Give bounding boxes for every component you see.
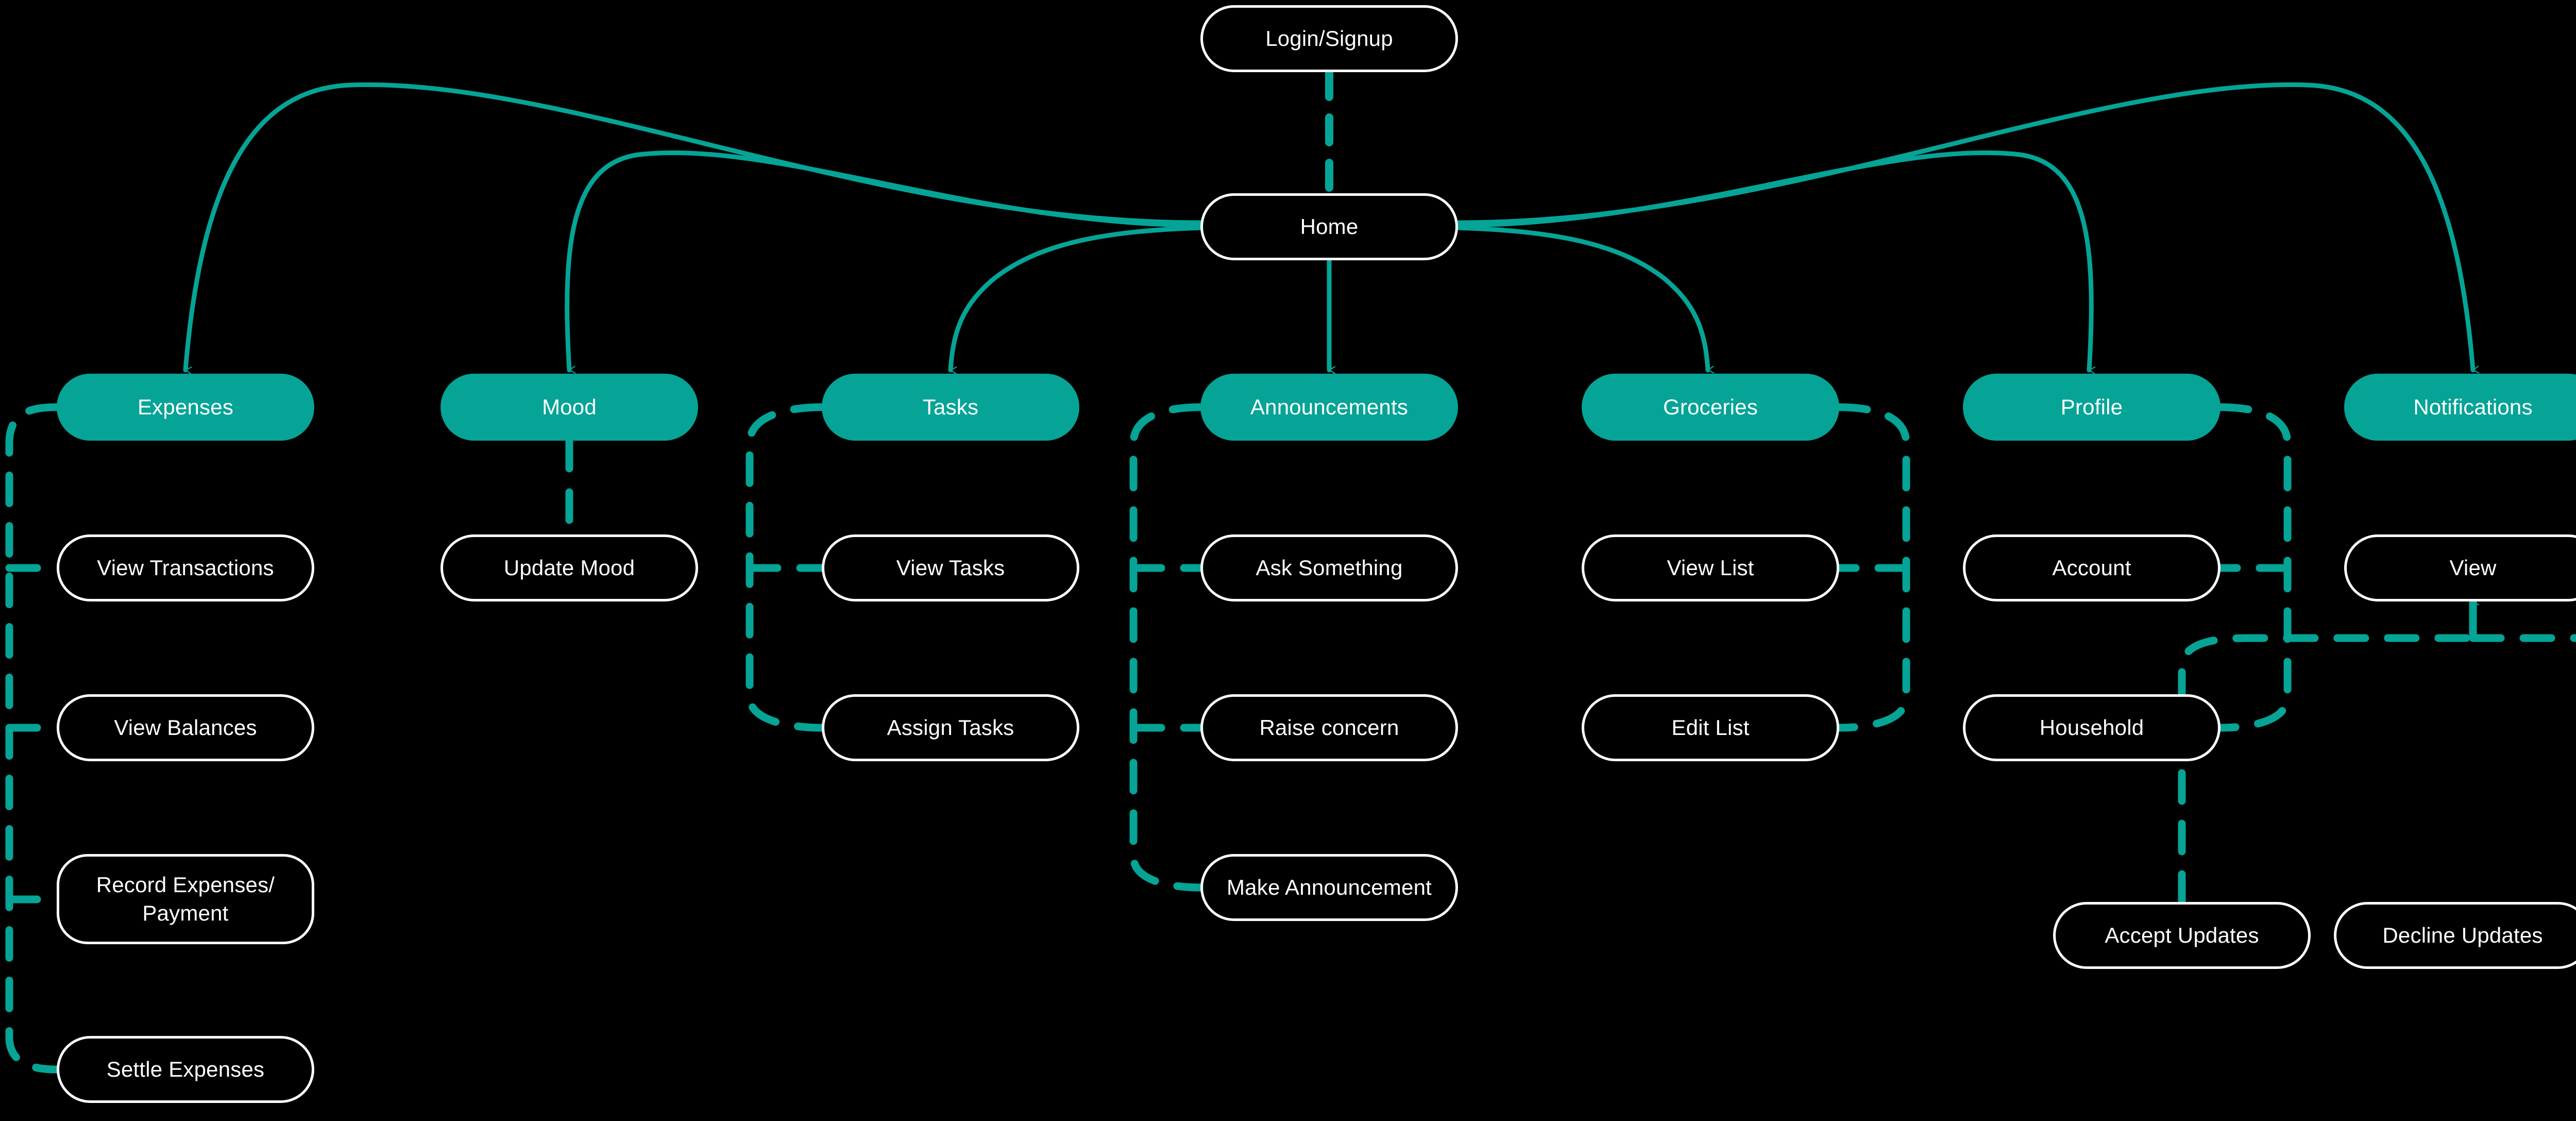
- node-profile[interactable]: Profile: [1963, 374, 2221, 441]
- edge-expenses-bus: [5, 403, 61, 1074]
- node-view-list[interactable]: View List: [1582, 534, 1839, 601]
- edge-home-to-groceries: [1455, 225, 1708, 370]
- edge-home-to-mood: [565, 150, 1203, 370]
- node-settle-expenses[interactable]: Settle Expenses: [57, 1036, 314, 1103]
- node-view-notifications[interactable]: View: [2344, 534, 2576, 601]
- node-raise-concern[interactable]: Raise concern: [1200, 694, 1458, 761]
- node-decline-updates[interactable]: Decline Updates: [2334, 902, 2576, 969]
- node-announcements[interactable]: Announcements: [1200, 374, 1458, 441]
- node-mood[interactable]: Mood: [440, 374, 698, 441]
- edge-announcements-bus: [1129, 403, 1205, 892]
- node-update-mood[interactable]: Update Mood: [440, 534, 698, 601]
- node-notifications[interactable]: Notifications: [2344, 374, 2576, 441]
- node-view-tasks[interactable]: View Tasks: [822, 534, 1079, 601]
- node-accept-updates[interactable]: Accept Updates: [2053, 902, 2311, 969]
- edge-accept-updates-to-view: [2178, 634, 2477, 906]
- edge-tasks-bus: [745, 403, 826, 732]
- edge-decline-updates-to-view: [2469, 634, 2576, 642]
- node-expenses[interactable]: Expenses: [57, 374, 314, 441]
- edge-home-to-notifications: [1455, 82, 2473, 370]
- node-account[interactable]: Account: [1963, 534, 2221, 601]
- node-tasks[interactable]: Tasks: [822, 374, 1079, 441]
- node-view-transactions[interactable]: View Transactions: [57, 534, 314, 601]
- node-household[interactable]: Household: [1963, 694, 2221, 761]
- node-edit-list[interactable]: Edit List: [1582, 694, 1839, 761]
- edge-home-to-expenses: [183, 82, 1203, 370]
- node-make-announcement[interactable]: Make Announcement: [1200, 854, 1458, 921]
- node-assign-tasks[interactable]: Assign Tasks: [822, 694, 1079, 761]
- node-groceries[interactable]: Groceries: [1582, 374, 1839, 441]
- node-record-expenses-payment[interactable]: Record Expenses/ Payment: [57, 854, 314, 944]
- node-home[interactable]: Home: [1200, 193, 1458, 260]
- node-login-signup[interactable]: Login/Signup: [1200, 5, 1458, 72]
- edge-home-to-tasks: [948, 225, 1203, 370]
- node-view-balances[interactable]: View Balances: [57, 694, 314, 761]
- node-ask-something[interactable]: Ask Something: [1200, 534, 1458, 601]
